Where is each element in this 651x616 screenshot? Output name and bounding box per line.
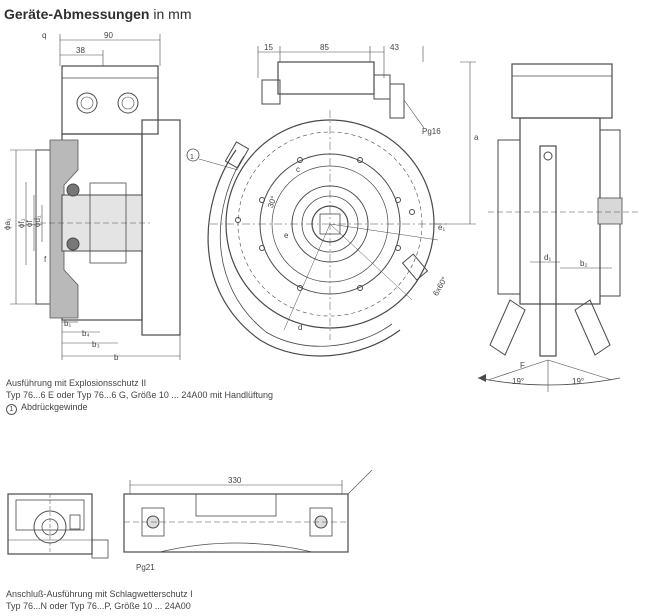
dim-d: d xyxy=(298,323,302,332)
dim-38: 38 xyxy=(76,46,85,55)
pg16-label: Pg16 xyxy=(422,127,441,136)
force-F: F xyxy=(520,361,525,370)
dim-e1: e₁ xyxy=(438,223,445,232)
caption1-line3-text: Abdrückgewinde xyxy=(21,402,88,412)
caption1-line2: Typ 76...6 E oder Typ 76...6 G, Größe 10… xyxy=(6,390,273,400)
lower-drawing-labels: 330 Pg21 xyxy=(136,476,242,572)
dim-b4: b₄ xyxy=(82,329,90,338)
dim-15: 15 xyxy=(264,43,273,52)
six-x-60: 6x60° xyxy=(431,275,449,297)
side-view-left-labels: q 90 38 ϕa₁ ϕf₁ ϕf ϕd₁ f b₁ b₄ b₃ b xyxy=(3,31,119,362)
lower-drawing-right xyxy=(123,469,373,553)
title-unit: in mm xyxy=(153,6,192,22)
dim-f: f xyxy=(44,255,47,264)
caption2-line1: Anschluß-Ausführung mit Schlagwetterschu… xyxy=(6,589,193,599)
pg21-label: Pg21 xyxy=(136,563,155,572)
dim-phi-a1: ϕa₁ xyxy=(3,218,12,230)
dim-b: b xyxy=(114,353,119,362)
dim-b1: b₁ xyxy=(64,319,71,328)
dim-e: e xyxy=(284,231,289,240)
callout-marker: 1 xyxy=(6,404,17,415)
caption-explosion-protection: Ausführung mit Explosionsschutz II Typ 7… xyxy=(6,377,273,415)
dim-phi-f1: ϕf₁ xyxy=(17,218,26,228)
front-view-labels: 15 85 43 Pg16 a 1 30° c e d e₁ 6x60° xyxy=(190,43,479,332)
angle-19-right: 19° xyxy=(572,377,584,386)
dim-phi-f: ϕf xyxy=(25,220,34,227)
page-title: Geräte-Abmessungen in mm xyxy=(4,6,192,22)
caption-firedamp-protection: Anschluß-Ausführung mit Schlagwetterschu… xyxy=(6,588,193,612)
side-view-right-labels: d₁ b₂ F 19° 19° xyxy=(512,253,588,386)
dim-phi-d1: ϕd₁ xyxy=(33,215,42,227)
dim-85: 85 xyxy=(320,43,329,52)
dim-q: q xyxy=(42,31,46,40)
dim-c: c xyxy=(296,165,300,174)
dim-43: 43 xyxy=(390,43,399,52)
front-view xyxy=(186,46,476,357)
callout-1: 1 xyxy=(190,154,194,161)
dim-b3: b₃ xyxy=(92,340,100,349)
caption1-line1: Ausführung mit Explosionsschutz II xyxy=(6,378,147,388)
dim-b2: b₂ xyxy=(580,259,588,268)
side-view-left xyxy=(10,34,181,360)
dim-330: 330 xyxy=(228,476,242,485)
angle-30: 30° xyxy=(266,195,279,209)
caption1-line3: 1 Abdrückgewinde xyxy=(6,401,273,415)
dim-a: a xyxy=(474,133,479,142)
caption2-line2: Typ 76...N oder Typ 76...P, Größe 10 ...… xyxy=(6,601,191,611)
lower-drawing-left xyxy=(7,493,109,559)
title-text: Geräte-Abmessungen xyxy=(4,6,150,22)
angle-19-left: 19° xyxy=(512,377,524,386)
dim-d1-right: d₁ xyxy=(544,253,551,262)
dim-90: 90 xyxy=(104,31,113,40)
side-view-right xyxy=(477,63,640,392)
